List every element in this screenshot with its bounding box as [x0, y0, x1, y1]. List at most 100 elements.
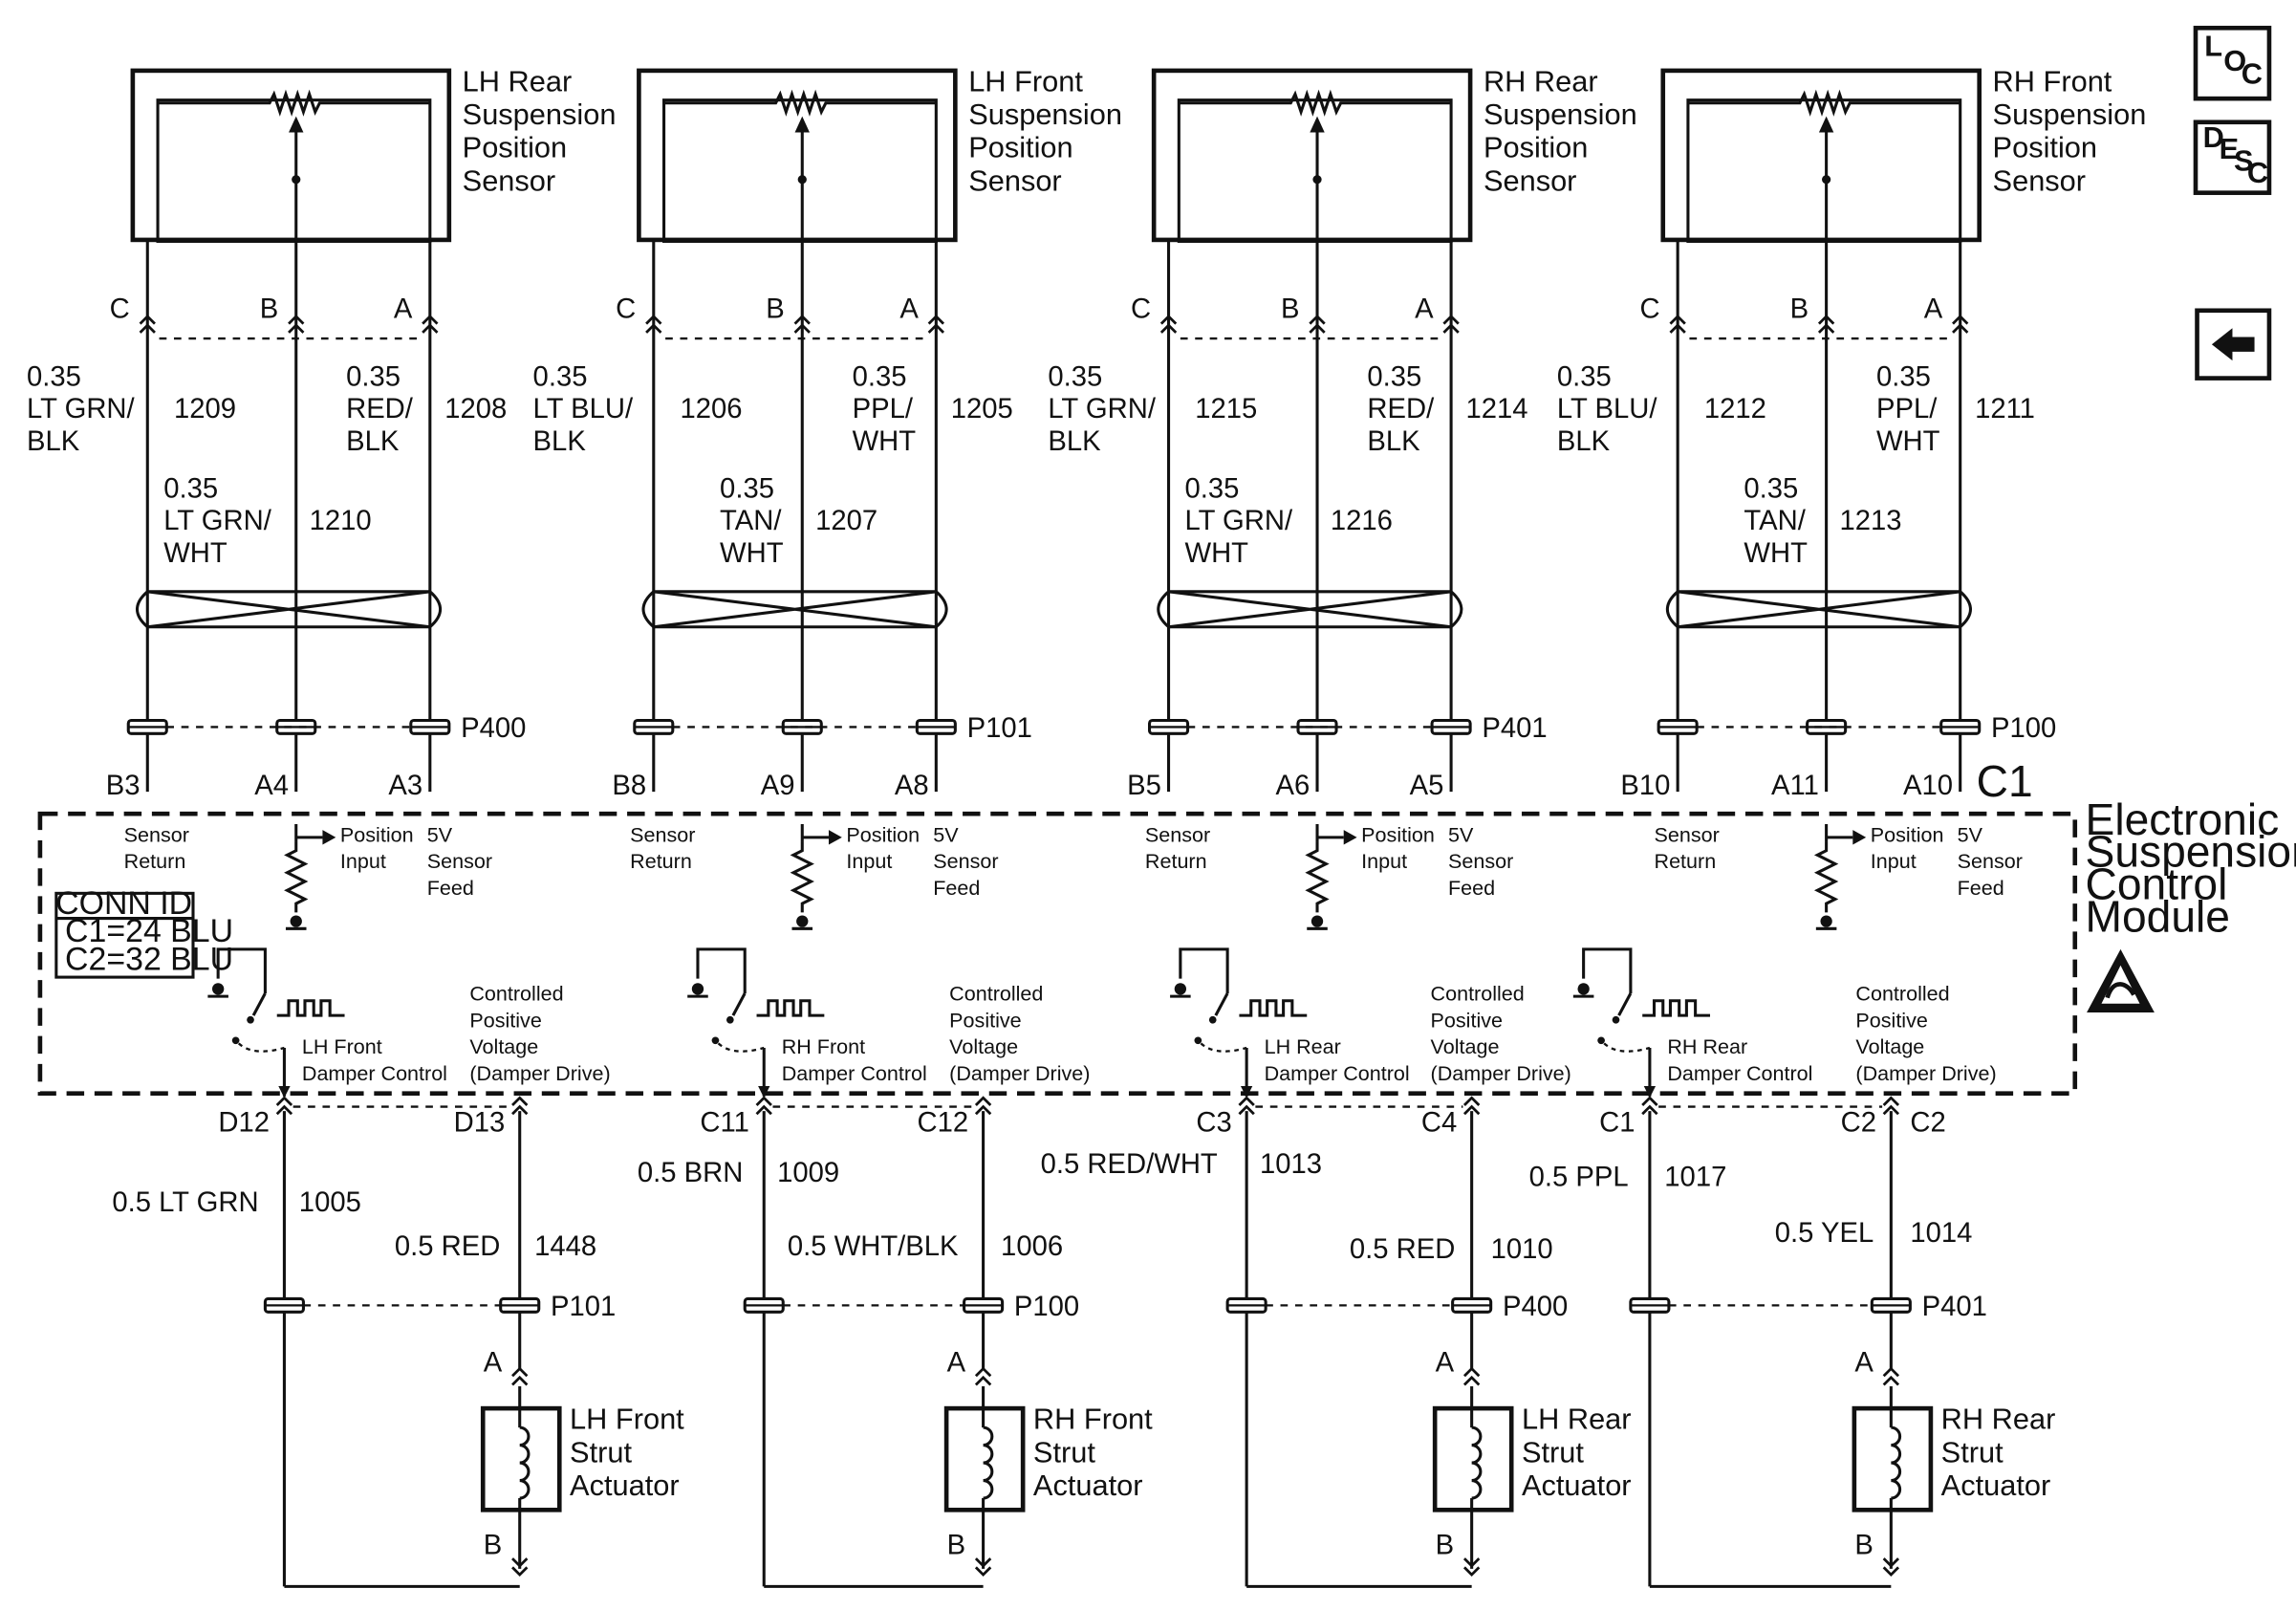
- inline-connector-terminal: [1657, 718, 1699, 735]
- ground-icon: [1571, 981, 1595, 998]
- sensor-return-label: Sensor: [124, 822, 189, 846]
- wire-color-label: 0.35: [1048, 361, 1102, 392]
- sensor-pin-label: B: [766, 294, 784, 324]
- module-pin-label: D12: [218, 1108, 270, 1139]
- circuit-number: 1208: [444, 394, 507, 424]
- actuator-title: LH Front: [570, 1403, 684, 1436]
- wire-color-label: WHT: [1876, 426, 1940, 457]
- sensor-return-label: Return: [1145, 849, 1207, 873]
- sensor-return-label: Return: [1655, 849, 1717, 873]
- inline-connector-label: P101: [967, 713, 1032, 744]
- circuit-number: 1010: [1491, 1234, 1553, 1265]
- sensor-title: Sensor: [968, 163, 1061, 197]
- inline-connector-terminal: [1148, 718, 1190, 735]
- pin-terminal: [510, 1367, 529, 1386]
- sensor-feed-label: Sensor: [1958, 849, 2023, 873]
- inline-connector-terminal: [263, 1296, 305, 1314]
- actuator-pin-label: A: [1436, 1348, 1455, 1379]
- controlled-voltage-label: (Damper Drive): [949, 1061, 1090, 1085]
- circuit-number: 1210: [310, 506, 372, 536]
- actuator-title: Strut: [1941, 1435, 2004, 1469]
- actuator-pin-label: B: [1854, 1531, 1874, 1561]
- esd-warning-icon: [2087, 948, 2155, 1013]
- damper-control-label: LH Front: [302, 1034, 382, 1058]
- ground-icon: [284, 913, 309, 930]
- wire-color-label: 0.35: [1184, 473, 1239, 504]
- circuit-number: 1215: [1195, 394, 1257, 424]
- module-pin-c1: C1: [1977, 756, 2033, 806]
- sensor-return-label: Sensor: [630, 822, 695, 846]
- inline-connector-terminal: [963, 1296, 1005, 1314]
- wire-color-label: BLK: [533, 426, 587, 457]
- wire-color-label: LT GRN/: [1184, 506, 1293, 536]
- controlled-voltage-label: Positive: [949, 1008, 1021, 1032]
- sensor-feed-label: 5V: [427, 822, 453, 846]
- inline-connector-terminal: [1451, 1296, 1493, 1314]
- controlled-voltage-label: Voltage: [1855, 1034, 1924, 1058]
- potentiometer-symbol: [1179, 89, 1452, 117]
- actuator-pin-label: B: [1436, 1531, 1455, 1561]
- circuit-number: 1212: [1704, 394, 1766, 424]
- damper-control-label: Damper Control: [782, 1061, 927, 1085]
- solenoid-coil: [1471, 1425, 1483, 1500]
- circuit-number: 1005: [299, 1187, 361, 1218]
- inline-connector-terminal: [1870, 1296, 1912, 1314]
- sensor-feed-label: 5V: [1958, 822, 1983, 846]
- sensor-feed-label: 5V: [1448, 822, 1474, 846]
- damper-control-label: Damper Control: [1667, 1061, 1812, 1085]
- desc-icon[interactable]: D E S C: [2193, 120, 2272, 195]
- ground-icon: [1168, 981, 1193, 998]
- sensor-title: RH Front: [1993, 64, 2112, 98]
- module-pin-label: B8: [612, 771, 646, 801]
- wire-color-label: TAN/: [720, 506, 782, 536]
- circuit-number: 1211: [1975, 394, 2035, 424]
- ground-icon: [206, 981, 230, 998]
- actuator-pin-label: B: [947, 1531, 966, 1561]
- module-pin-label: A8: [895, 771, 929, 801]
- circuit-number: 1009: [777, 1158, 839, 1188]
- inline-connector-terminal: [743, 1296, 785, 1314]
- module-pin-label: A3: [388, 771, 422, 801]
- actuator-title: RH Front: [1033, 1403, 1153, 1436]
- sensor-title: Suspension: [1484, 98, 1637, 131]
- controlled-voltage-label: Controlled: [1431, 982, 1525, 1006]
- sensor-return-label: Sensor: [1145, 822, 1210, 846]
- inline-connector-label: P101: [551, 1292, 616, 1322]
- solenoid-coil: [1891, 1425, 1902, 1500]
- circuit-number: 1206: [681, 394, 743, 424]
- back-arrow-icon[interactable]: [2195, 308, 2272, 381]
- twisted-pair-symbol: [641, 590, 948, 629]
- wire-color-label: 0.35: [720, 473, 774, 504]
- loc-icon[interactable]: L O C: [2193, 25, 2272, 101]
- pwm-waveform: [1642, 999, 1711, 1017]
- sensor-title: Sensor: [463, 163, 555, 197]
- wire-color-label: 0.35: [1876, 361, 1931, 392]
- actuator-title: RH Rear: [1941, 1403, 2056, 1436]
- svg-text:C: C: [2247, 156, 2268, 189]
- wire-color-label: WHT: [1744, 538, 1808, 569]
- sensor-feed-label: Sensor: [933, 849, 998, 873]
- sensor-return-label: Return: [630, 849, 692, 873]
- actuator-pin-label: A: [947, 1348, 966, 1379]
- wire-color-label: WHT: [1184, 538, 1248, 569]
- actuator-title: Strut: [1033, 1435, 1095, 1469]
- svg-text:Suspension: Suspension: [2086, 827, 2296, 877]
- wire-color-label: 0.35: [163, 473, 218, 504]
- module-pin-label: A5: [1410, 771, 1444, 801]
- wire-color-label: 0.5 YEL: [1775, 1218, 1874, 1249]
- controlled-voltage-label: Voltage: [469, 1034, 538, 1058]
- wire-color-label: PPL/: [853, 394, 914, 424]
- position-input-label: Input: [1361, 849, 1407, 873]
- damper-control-label: Damper Control: [302, 1061, 447, 1085]
- wire-color-label: 0.5 RED: [395, 1231, 501, 1262]
- sensor-pin-label: A: [1924, 294, 1943, 324]
- sensor-title: Position: [1484, 131, 1588, 164]
- sensor-title: Position: [1993, 131, 2097, 164]
- module-pin-label: B3: [106, 771, 141, 801]
- actuator-pin-label: A: [484, 1348, 503, 1379]
- wire-color-label: WHT: [163, 538, 227, 569]
- potentiometer-symbol: [663, 89, 937, 117]
- wire-color-label: 0.35: [853, 361, 907, 392]
- solenoid-coil: [983, 1425, 994, 1500]
